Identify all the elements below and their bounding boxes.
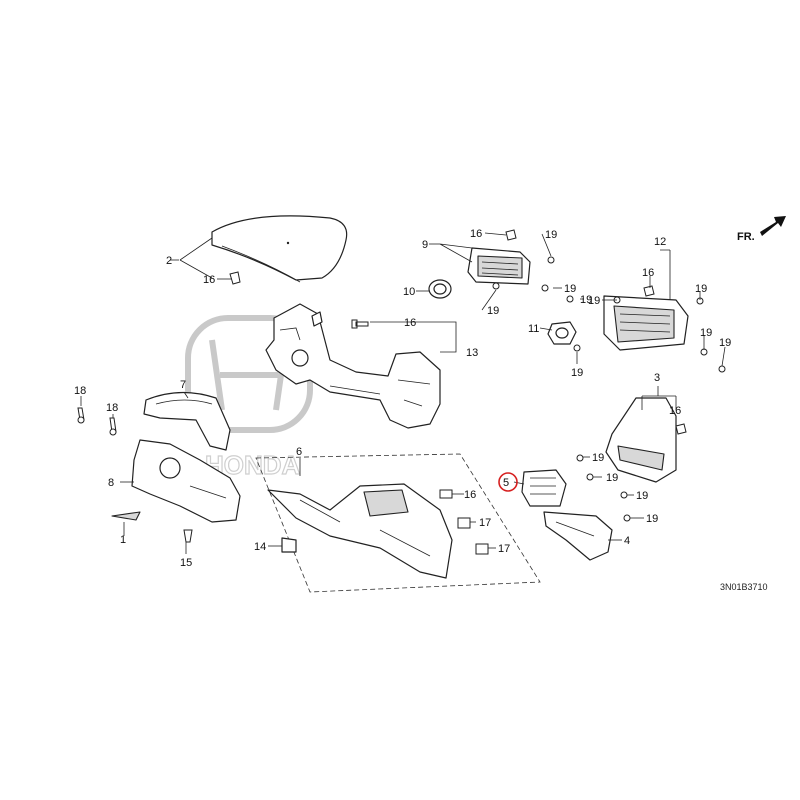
- callout-15[interactable]: 15: [180, 557, 192, 569]
- callout-19-b[interactable]: 19: [564, 283, 576, 295]
- part-6-knee-panel[interactable]: [267, 483, 453, 579]
- callout-19-f[interactable]: 19: [695, 283, 707, 295]
- fastener-16-clip-f[interactable]: [675, 423, 687, 435]
- callout-19-j[interactable]: 19: [592, 452, 604, 464]
- callout-19-l[interactable]: 19: [636, 490, 648, 502]
- callout-14[interactable]: 14: [254, 541, 266, 553]
- callout-16-f[interactable]: 16: [669, 405, 681, 417]
- callout-8[interactable]: 8: [108, 477, 114, 489]
- screw-19-j[interactable]: [576, 454, 584, 462]
- callout-16-e[interactable]: 16: [464, 489, 476, 501]
- fastener-16-clip-e[interactable]: [439, 489, 453, 499]
- callout-labels: 2 16 9 16 19 10 19 19 19 11 19 12 16 19 …: [74, 228, 731, 569]
- callout-11[interactable]: 11: [528, 323, 539, 335]
- fastener-16-screw-d[interactable]: [643, 285, 655, 297]
- callout-2[interactable]: 2: [166, 255, 172, 267]
- callout-9[interactable]: 9: [422, 239, 428, 251]
- highlight-circle-part-5: [498, 472, 518, 492]
- screw-19-m[interactable]: [623, 514, 631, 522]
- callout-19-k[interactable]: 19: [606, 472, 618, 484]
- part-9-switch-unit[interactable]: [467, 247, 531, 285]
- screw-19-b[interactable]: [541, 284, 549, 292]
- screw-19-c[interactable]: [566, 295, 574, 303]
- callout-4[interactable]: 4: [624, 535, 630, 547]
- part-7-column-cover-upper[interactable]: [143, 391, 231, 451]
- callout-16-d[interactable]: 16: [642, 267, 654, 279]
- fastener-16-clip-a[interactable]: [229, 271, 241, 285]
- callout-16-b[interactable]: 16: [404, 317, 416, 329]
- callout-16-a[interactable]: 16: [203, 274, 215, 286]
- screw-19-l[interactable]: [620, 491, 628, 499]
- part-1-trim-pad[interactable]: [111, 511, 141, 521]
- part-10-ring-bezel[interactable]: [428, 279, 452, 299]
- screw-19-d[interactable]: [492, 282, 500, 290]
- callout-19-m[interactable]: 19: [646, 513, 658, 525]
- front-direction-indicator: FR.: [737, 216, 786, 243]
- diagram-code: 3N01B3710: [720, 582, 768, 592]
- callout-19-d[interactable]: 19: [487, 305, 499, 317]
- front-arrow-icon: [760, 216, 786, 236]
- callout-17-b[interactable]: 17: [498, 543, 510, 555]
- part-2-armrest-lid[interactable]: [211, 215, 348, 283]
- screw-19-a[interactable]: [547, 256, 555, 264]
- screw-19-h[interactable]: [718, 365, 726, 373]
- part-14-cover[interactable]: [281, 537, 297, 553]
- part-13-console-frame[interactable]: [265, 303, 441, 429]
- callout-13[interactable]: 13: [466, 347, 478, 359]
- fastener-16-screw-c[interactable]: [505, 229, 517, 241]
- part-5-bracket[interactable]: [521, 469, 567, 507]
- fastener-18-bolt-b[interactable]: [109, 417, 117, 436]
- part-12-switch-unit[interactable]: [603, 295, 689, 351]
- callout-19-c[interactable]: 19: [580, 294, 592, 306]
- callout-16-c[interactable]: 16: [470, 228, 482, 240]
- callout-19-e[interactable]: 19: [571, 367, 583, 379]
- callout-18-a[interactable]: 18: [74, 385, 86, 397]
- callout-19-h[interactable]: 19: [719, 337, 731, 349]
- part-11-ring-bezel[interactable]: [547, 321, 577, 345]
- fastener-19-screws: [492, 256, 726, 522]
- screw-19-k[interactable]: [586, 473, 594, 481]
- callout-10[interactable]: 10: [403, 286, 415, 298]
- callout-19-g[interactable]: 19: [700, 327, 712, 339]
- fastener-16-screw-b[interactable]: [351, 319, 369, 329]
- callout-17-a[interactable]: 17: [479, 517, 491, 529]
- callout-12[interactable]: 12: [654, 236, 666, 248]
- callout-19-a[interactable]: 19: [545, 229, 557, 241]
- screw-19-e[interactable]: [573, 344, 581, 352]
- callout-6[interactable]: 6: [296, 446, 302, 458]
- callout-3[interactable]: 3: [654, 372, 660, 384]
- part-8-column-cover-lower[interactable]: [131, 439, 241, 523]
- callout-19-i[interactable]: 19: [588, 295, 600, 307]
- fastener-15-clip[interactable]: [183, 529, 193, 543]
- fastener-17-clip-b[interactable]: [475, 543, 489, 555]
- callout-5[interactable]: 5: [503, 477, 509, 489]
- front-label: FR.: [737, 231, 755, 243]
- callout-1[interactable]: 1: [120, 534, 126, 546]
- callout-leaders: [80, 232, 726, 554]
- part-3-side-cover[interactable]: [605, 397, 677, 483]
- callout-18-b[interactable]: 18: [106, 402, 118, 414]
- part-4-lower-cover[interactable]: [543, 511, 613, 561]
- fastener-18-bolt-a[interactable]: [77, 407, 85, 424]
- callout-7[interactable]: 7: [180, 379, 186, 391]
- fastener-17-clip-a[interactable]: [457, 517, 471, 529]
